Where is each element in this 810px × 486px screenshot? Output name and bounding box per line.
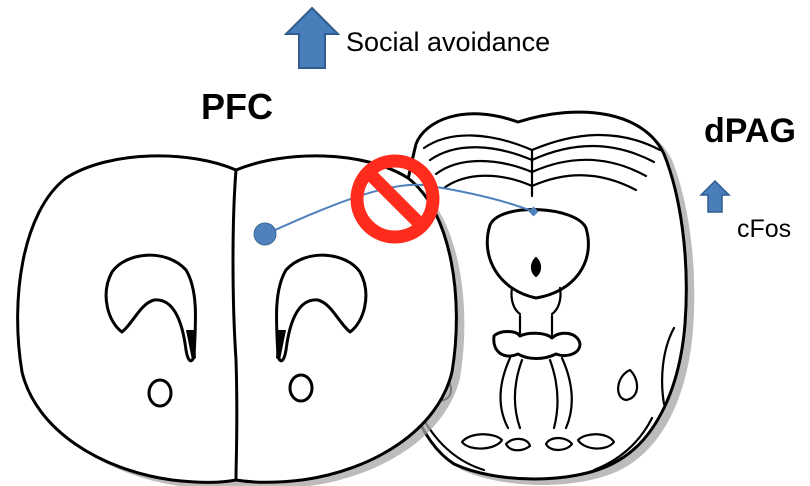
dpag-label: dPAG <box>704 112 796 150</box>
up-arrow-icon <box>286 8 338 68</box>
cfos-label: cFos <box>737 215 791 243</box>
social-avoidance-label: Social avoidance <box>346 27 550 57</box>
cfos-up-arrow-icon <box>701 181 729 212</box>
pfc-label: PFC <box>201 86 273 127</box>
pfc-neuron-soma <box>254 223 276 245</box>
